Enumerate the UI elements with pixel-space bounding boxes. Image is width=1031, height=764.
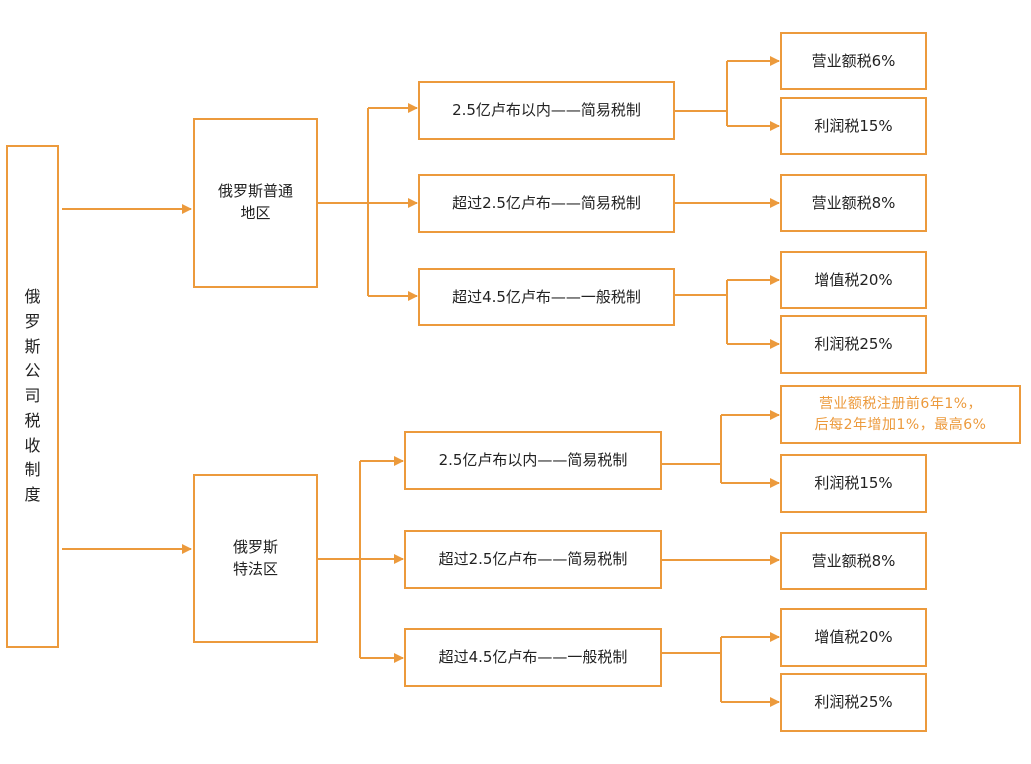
root-label-char-8: 度 bbox=[24, 485, 41, 505]
regime-general-2-label: 超过2.5亿卢布——简易税制 bbox=[452, 194, 641, 212]
tax-general-2-1-label: 营业额税8% bbox=[811, 193, 896, 212]
region-special-label-line2: 特法区 bbox=[232, 559, 278, 578]
tax-node-special-3-1: 增值税20% bbox=[780, 608, 927, 667]
regime-node-general-2: 超过2.5亿卢布——简易税制 bbox=[418, 174, 675, 233]
root-label-char-0: 俄 bbox=[24, 286, 41, 306]
regime-special-3-label: 超过4.5亿卢布——一般税制 bbox=[438, 648, 628, 666]
regime-general-1-label: 2.5亿卢布以内——简易税制 bbox=[452, 101, 641, 119]
tax-node-special-1-2: 利润税15% bbox=[780, 454, 927, 513]
root-label-char-5: 税 bbox=[24, 410, 41, 430]
root-label-char-2: 斯 bbox=[24, 336, 41, 356]
root-node: 俄罗斯公司税收制度 bbox=[6, 145, 59, 648]
region-special-label-line1: 俄罗斯 bbox=[232, 537, 278, 556]
tax-special-1-1-label-line2: 后每2年增加1%，最高6% bbox=[814, 416, 987, 433]
root-label-char-3: 公 bbox=[24, 361, 41, 381]
tax-node-general-3-2: 利润税25% bbox=[780, 315, 927, 374]
tax-general-3-1-label: 增值税20% bbox=[814, 270, 893, 289]
region-node-special: 俄罗斯 特法区 bbox=[193, 474, 318, 643]
root-label: 俄罗斯公司税收制度 bbox=[24, 285, 40, 508]
tax-special-3-1-label: 增值税20% bbox=[814, 628, 893, 646]
tax-general-3-2-label: 利润税25% bbox=[814, 335, 893, 353]
regime-node-general-1: 2.5亿卢布以内——简易税制 bbox=[418, 81, 675, 140]
region-general-label-line2: 地区 bbox=[240, 204, 271, 222]
tax-general-1-2-label: 利润税15% bbox=[814, 116, 893, 135]
regime-node-special-3: 超过4.5亿卢布——一般税制 bbox=[404, 628, 662, 687]
tax-node-general-1-1: 营业额税6% bbox=[780, 32, 927, 90]
regime-special-2-label: 超过2.5亿卢布——简易税制 bbox=[438, 550, 628, 568]
tax-special-2-1-label: 营业额税8% bbox=[811, 551, 896, 570]
region-node-general: 俄罗斯普通 地区 bbox=[193, 118, 318, 288]
tax-node-general-2-1: 营业额税8% bbox=[780, 174, 927, 232]
regime-special-1-label: 2.5亿卢布以内——简易税制 bbox=[438, 451, 628, 469]
root-label-char-1: 罗 bbox=[24, 311, 41, 331]
tax-special-3-2-label: 利润税25% bbox=[814, 693, 893, 711]
tax-special-1-2-label: 利润税15% bbox=[814, 474, 893, 492]
regime-node-special-1: 2.5亿卢布以内——简易税制 bbox=[404, 431, 662, 490]
tax-node-special-1-1: 营业额税注册前6年1%， 后每2年增加1%，最高6% bbox=[780, 385, 1021, 444]
tax-node-general-3-1: 增值税20% bbox=[780, 251, 927, 309]
tax-special-1-1-label-line1: 营业额税注册前6年1%， bbox=[818, 396, 983, 413]
regime-general-3-label: 超过4.5亿卢布——一般税制 bbox=[452, 287, 641, 306]
regime-node-general-3: 超过4.5亿卢布——一般税制 bbox=[418, 268, 675, 326]
tax-node-general-1-2: 利润税15% bbox=[780, 97, 927, 155]
root-label-char-7: 制 bbox=[24, 460, 41, 480]
region-general-label-line1: 俄罗斯普通 bbox=[217, 182, 293, 201]
tax-node-special-2-1: 营业额税8% bbox=[780, 532, 927, 590]
tax-general-1-1-label: 营业额税6% bbox=[811, 51, 896, 70]
root-label-char-6: 收 bbox=[24, 435, 41, 455]
tax-node-special-3-2: 利润税25% bbox=[780, 673, 927, 732]
root-label-char-4: 司 bbox=[24, 386, 41, 406]
regime-node-special-2: 超过2.5亿卢布——简易税制 bbox=[404, 530, 662, 589]
